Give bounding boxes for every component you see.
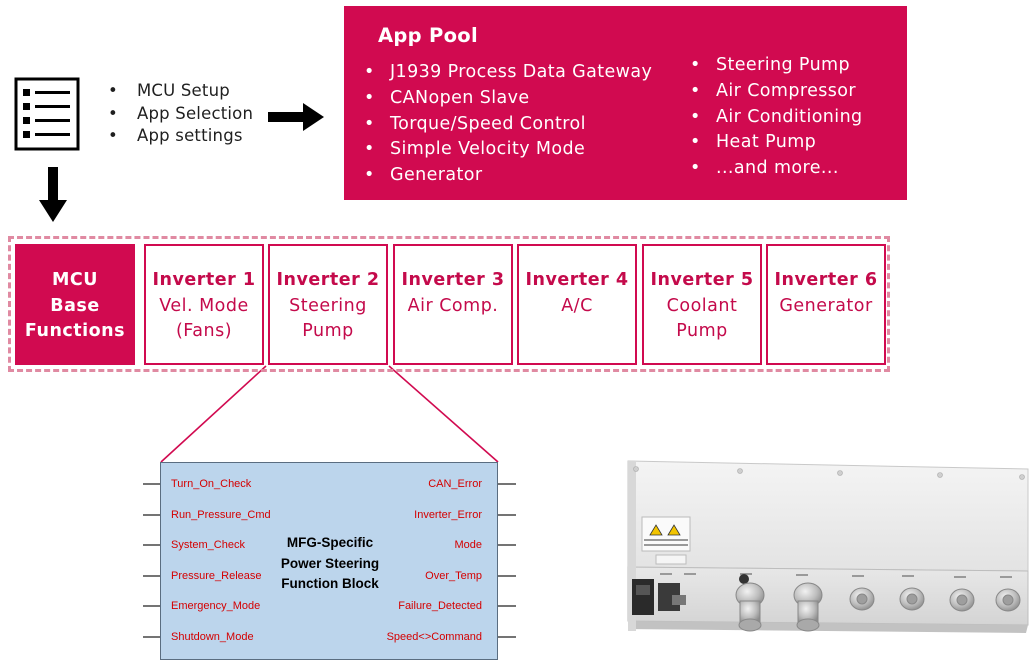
inverter-hardware-image [627, 460, 1029, 633]
app-pool-item: Generator [364, 163, 652, 189]
module-line: Pump [676, 321, 728, 341]
module-line: Steering [289, 295, 367, 316]
module-line: Generator [779, 295, 873, 316]
module-line: Coolant [666, 295, 738, 316]
input-signal: Emergency_Mode [171, 600, 261, 612]
output-signal: Inverter_Error [414, 509, 482, 521]
input-signal: Run_Pressure_Cmd [171, 509, 271, 521]
setup-item: App settings [108, 125, 253, 148]
module-name: Inverter 6 [774, 270, 878, 290]
app-pool-title: App Pool [378, 24, 478, 47]
app-pool-right-list: Steering Pump Air Compressor Air Conditi… [690, 53, 863, 182]
module-name: Inverter 1 [152, 270, 256, 290]
module-inverter-1: Inverter 1 Vel. Mode (Fans) [144, 244, 264, 365]
input-signal: Pressure_Release [171, 570, 262, 582]
input-signal: System_Check [171, 539, 245, 551]
module-inverter-4: Inverter 4 A/C [517, 244, 637, 365]
module-inverter-5: Inverter 5 Coolant Pump [642, 244, 762, 365]
modules-container [8, 236, 890, 372]
module-line: Pump [302, 321, 354, 341]
checklist-icon [14, 77, 80, 151]
module-inverter-2: Inverter 2 Steering Pump [268, 244, 388, 365]
app-pool-item: CANopen Slave [364, 86, 652, 112]
app-pool-item: Steering Pump [690, 53, 863, 79]
arrow-down-icon [39, 167, 67, 222]
app-pool-item: Heat Pump [690, 130, 863, 156]
arrow-right-icon [268, 103, 324, 131]
module-line: Air Comp. [407, 295, 499, 316]
app-pool-item: ...and more... [690, 156, 863, 182]
module-line: Vel. Mode [159, 295, 249, 316]
setup-item: App Selection [108, 103, 253, 126]
function-block-title: MFG-Specific Power Steering Function Blo… [280, 535, 380, 591]
app-pool-item: J1939 Process Data Gateway [364, 60, 652, 86]
zoom-line-right [388, 365, 499, 463]
module-inverter-6: Inverter 6 Generator [766, 244, 886, 365]
module-mcu-base-functions: MCU Base Functions [15, 244, 135, 365]
module-line: Functions [24, 321, 126, 341]
input-signal: Turn_On_Check [171, 478, 252, 490]
app-pool-panel: App Pool J1939 Process Data Gateway CANo… [344, 6, 907, 200]
module-line: MCU [52, 270, 98, 290]
input-pins [143, 483, 160, 638]
module-inverter-3: Inverter 3 Air Comp. [393, 244, 513, 365]
module-line: Base [50, 295, 100, 316]
input-signal: Shutdown_Mode [171, 631, 254, 643]
module-name: Inverter 5 [650, 270, 754, 290]
output-signal: Speed<>Command [386, 631, 482, 643]
app-pool-item: Air Conditioning [690, 105, 863, 131]
zoom-line-left [160, 365, 267, 463]
module-line: A/C [561, 295, 593, 316]
app-pool-item: Air Compressor [690, 79, 863, 105]
module-name: Inverter 2 [276, 270, 380, 290]
module-name: Inverter 3 [401, 270, 505, 290]
function-block [160, 462, 498, 660]
setup-list: MCU Setup App Selection App settings [108, 80, 253, 148]
output-signal: Over_Temp [425, 570, 482, 582]
app-pool-item: Simple Velocity Mode [364, 137, 652, 163]
output-signal: Failure_Detected [398, 600, 482, 612]
module-name: Inverter 4 [525, 270, 629, 290]
output-pins [498, 483, 516, 638]
app-pool-item: Torque/Speed Control [364, 112, 652, 138]
module-line: (Fans) [175, 321, 233, 341]
setup-item: MCU Setup [108, 80, 253, 103]
output-signal: Mode [454, 539, 482, 551]
output-signal: CAN_Error [428, 478, 482, 490]
app-pool-left-list: J1939 Process Data Gateway CANopen Slave… [364, 60, 652, 189]
